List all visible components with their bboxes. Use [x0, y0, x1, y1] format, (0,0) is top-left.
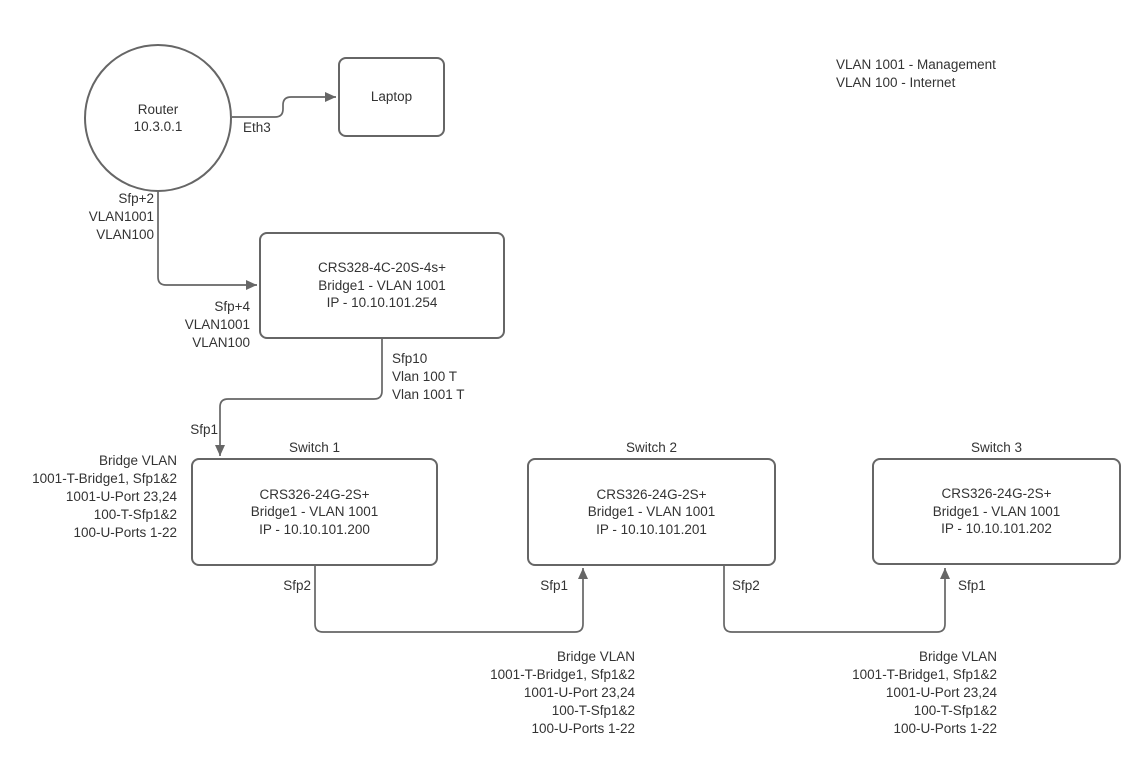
bridge-vlan-line: 1001-T-Bridge1, Sfp1&2 [490, 667, 635, 682]
switch1-sfp2-label: Sfp2 [283, 578, 311, 593]
switch3-bridge: Bridge1 - VLAN 1001 [932, 503, 1061, 519]
bridge-vlan-line: Bridge VLAN [918, 649, 997, 664]
bridge-vlan-line: 100-T-Sfp1&2 [551, 703, 635, 718]
crs328-sfp-line: Sfp+4 [214, 299, 250, 314]
switch2-sfp2-label: Sfp2 [732, 578, 760, 593]
crs328-downlink-line: Sfp10 [392, 351, 428, 366]
edge-router-laptop [232, 92, 336, 118]
edge-crs328-switch1 [215, 339, 383, 456]
bridge-vlan-block-switch3: Bridge VLAN 1001-T-Bridge1, Sfp1&2 1001-… [830, 648, 997, 738]
switch2-title: Switch 2 [625, 440, 678, 455]
edge-switch1-switch2 [314, 566, 588, 633]
crs328-sfp-line: VLAN1001 [184, 317, 250, 332]
router-name: Router [137, 101, 179, 117]
crs328-sfp-line: VLAN100 [192, 335, 250, 350]
switch2-bridge: Bridge1 - VLAN 1001 [587, 504, 716, 520]
crs328-downlink-label: Sfp10 Vlan 100 T Vlan 1001 T [392, 350, 465, 404]
switch3-sfp1-label: Sfp1 [958, 578, 986, 593]
crs328-model: CRS328-4C-20S-4s+ [318, 260, 446, 276]
eth3-label: Eth3 [243, 120, 271, 135]
switch3-node: CRS326-24G-2S+ Bridge1 - VLAN 1001 IP - … [872, 458, 1121, 565]
switch3-title: Switch 3 [970, 440, 1023, 455]
crs328-sfp-label: Sfp+4 VLAN1001 VLAN100 [130, 298, 250, 352]
bridge-vlan-line: 1001-T-Bridge1, Sfp1&2 [852, 667, 997, 682]
laptop-label: Laptop [370, 89, 413, 105]
switch1-model: CRS326-24G-2S+ [259, 486, 370, 502]
bridge-vlan-block-switch1: Bridge VLAN 1001-T-Bridge1, Sfp1&2 1001-… [10, 452, 177, 542]
bridge-vlan-line: 100-U-Ports 1-22 [893, 721, 997, 736]
legend-vlan100: VLAN 100 - Internet [836, 75, 956, 90]
bridge-vlan-line: Bridge VLAN [556, 649, 635, 664]
laptop-node: Laptop [338, 57, 445, 137]
switch1-node: CRS326-24G-2S+ Bridge1 - VLAN 1001 IP - … [191, 458, 438, 566]
crs328-node: CRS328-4C-20S-4s+ Bridge1 - VLAN 1001 IP… [259, 232, 505, 339]
edge-switch2-switch3 [723, 566, 950, 633]
bridge-vlan-line: 100-U-Ports 1-22 [73, 525, 177, 540]
switch2-node: CRS326-24G-2S+ Bridge1 - VLAN 1001 IP - … [527, 458, 776, 566]
router-sfp-line: VLAN100 [96, 227, 154, 242]
bridge-vlan-line: 100-T-Sfp1&2 [913, 703, 997, 718]
switch1-ip: IP - 10.10.101.200 [259, 521, 370, 537]
router-sfp-line: VLAN1001 [88, 209, 154, 224]
bridge-vlan-line: 1001-T-Bridge1, Sfp1&2 [32, 471, 177, 486]
bridge-vlan-line: 1001-U-Port 23,24 [885, 685, 997, 700]
bridge-vlan-line: 1001-U-Port 23,24 [65, 489, 177, 504]
bridge-vlan-line: Bridge VLAN [98, 453, 177, 468]
bridge-vlan-line: 1001-U-Port 23,24 [523, 685, 635, 700]
crs328-downlink-line: Vlan 1001 T [392, 387, 465, 402]
router-node: Router 10.3.0.1 [84, 44, 232, 192]
crs328-ip: IP - 10.10.101.254 [326, 295, 438, 311]
edge-router-crs328 [157, 192, 257, 290]
switch2-model: CRS326-24G-2S+ [596, 486, 707, 502]
router-ip: 10.3.0.1 [133, 119, 183, 134]
bridge-vlan-line: 100-U-Ports 1-22 [531, 721, 635, 736]
bridge-vlan-line: 100-T-Sfp1&2 [93, 507, 177, 522]
switch2-ip: IP - 10.10.101.201 [596, 521, 707, 537]
crs328-bridge: Bridge1 - VLAN 1001 [318, 277, 446, 293]
vlan-legend: VLAN 1001 - Management VLAN 100 - Intern… [836, 56, 996, 92]
legend-vlan1001: VLAN 1001 - Management [836, 57, 996, 72]
bridge-vlan-block-switch2: Bridge VLAN 1001-T-Bridge1, Sfp1&2 1001-… [468, 648, 635, 738]
switch1-title: Switch 1 [288, 440, 341, 455]
router-sfp-line: Sfp+2 [118, 191, 154, 206]
router-sfp-label: Sfp+2 VLAN1001 VLAN100 [34, 190, 154, 244]
switch1-uplink-label: Sfp1 [190, 422, 218, 437]
crs328-downlink-line: Vlan 100 T [392, 369, 458, 384]
switch3-ip: IP - 10.10.101.202 [941, 521, 1052, 537]
switch2-sfp1-label: Sfp1 [540, 578, 568, 593]
switch1-bridge: Bridge1 - VLAN 1001 [250, 504, 379, 520]
switch3-model: CRS326-24G-2S+ [941, 486, 1052, 502]
